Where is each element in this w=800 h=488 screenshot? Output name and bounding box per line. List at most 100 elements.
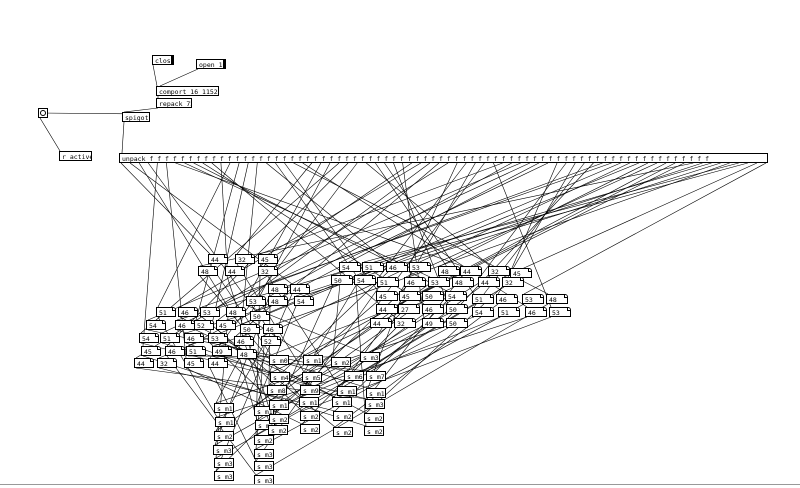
number-box-right-11[interactable]: 46 xyxy=(404,277,426,287)
send-object-0[interactable]: s m0 xyxy=(269,355,289,365)
number-box-left-28[interactable]: 45 xyxy=(141,346,161,356)
number-box-left-1[interactable]: 32 xyxy=(235,254,255,264)
number-box-right-30[interactable]: 46 xyxy=(525,307,547,317)
number-box-right-19[interactable]: 54 xyxy=(445,291,467,301)
number-box-left-17[interactable]: 46 xyxy=(175,320,195,330)
send-object-28[interactable]: s m28 xyxy=(333,427,353,437)
send-object-7[interactable]: s m7 xyxy=(366,371,386,381)
number-box-right-8[interactable]: 50 xyxy=(331,275,353,285)
number-box-left-23[interactable]: 51 xyxy=(160,333,180,343)
number-box-right-33[interactable]: 32 xyxy=(394,318,416,328)
number-box-left-35[interactable]: 45 xyxy=(184,358,204,368)
number-box-left-7[interactable]: 44 xyxy=(290,284,310,294)
number-box-left-29[interactable]: 46 xyxy=(165,346,185,356)
number-box-right-29[interactable]: 51 xyxy=(498,307,520,317)
number-box-left-14[interactable]: 48 xyxy=(226,307,246,317)
number-box-right-1[interactable]: 51 xyxy=(362,262,384,272)
close-message[interactable]: close xyxy=(152,55,174,65)
number-box-right-20[interactable]: 51 xyxy=(472,294,494,304)
number-box-right-6[interactable]: 32 xyxy=(488,266,510,276)
send-object-5[interactable]: s m5 xyxy=(302,372,322,382)
send-object-13[interactable]: s m13 xyxy=(254,406,274,416)
send-object-3[interactable]: s m3 xyxy=(360,352,380,362)
number-box-right-35[interactable]: 50 xyxy=(446,318,468,328)
number-box-right-12[interactable]: 53 xyxy=(428,277,450,287)
send-object-16[interactable]: s m16 xyxy=(332,397,352,407)
number-box-left-26[interactable]: 46 xyxy=(234,336,254,346)
number-box-right-21[interactable]: 46 xyxy=(496,294,518,304)
number-box-right-14[interactable]: 44 xyxy=(478,277,500,287)
unpack-object[interactable]: unpack f f f f f f f f f f f f f f f f f… xyxy=(119,153,768,163)
number-box-right-34[interactable]: 49 xyxy=(422,318,444,328)
number-box-left-3[interactable]: 48 xyxy=(198,266,218,276)
send-object-30[interactable]: s m30 xyxy=(213,445,233,455)
number-box-right-2[interactable]: 46 xyxy=(386,262,408,272)
comport-object[interactable]: comport 16 115200 xyxy=(156,86,219,96)
send-object-29[interactable]: s m29 xyxy=(364,426,384,436)
send-object-2[interactable]: s m2 xyxy=(331,357,351,367)
number-box-right-13[interactable]: 48 xyxy=(452,277,474,287)
number-box-left-8[interactable]: 53 xyxy=(246,296,266,306)
send-object-22[interactable]: s m22 xyxy=(333,411,353,421)
receive-active-object[interactable]: r active xyxy=(59,151,92,161)
number-box-right-31[interactable]: 53 xyxy=(549,307,571,317)
number-box-left-15[interactable]: 50 xyxy=(250,311,270,321)
number-box-left-24[interactable]: 46 xyxy=(184,333,204,343)
number-box-right-17[interactable]: 45 xyxy=(399,291,421,301)
send-object-14[interactable]: s m14 xyxy=(269,400,289,410)
number-box-right-24[interactable]: 44 xyxy=(376,304,398,314)
number-box-left-9[interactable]: 48 xyxy=(268,296,288,306)
number-box-right-9[interactable]: 54 xyxy=(354,275,376,285)
send-object-20[interactable]: s m20 xyxy=(269,414,289,424)
number-box-left-36[interactable]: 44 xyxy=(208,358,228,368)
number-box-left-30[interactable]: 51 xyxy=(186,346,206,356)
send-object-10[interactable]: s m10 xyxy=(337,386,357,396)
send-object-27[interactable]: s m27 xyxy=(300,424,320,434)
number-box-left-31[interactable]: 49 xyxy=(212,346,232,356)
send-object-4[interactable]: s m4 xyxy=(270,372,290,382)
send-object-18[interactable]: s m18 xyxy=(215,417,235,427)
number-box-left-33[interactable]: 44 xyxy=(134,358,154,368)
send-object-25[interactable]: s m25 xyxy=(254,435,274,445)
bang-toggle[interactable] xyxy=(38,108,48,118)
send-object-12[interactable]: s m12 xyxy=(214,403,234,413)
send-object-23[interactable]: s m23 xyxy=(364,413,384,423)
number-box-left-34[interactable]: 32 xyxy=(157,358,177,368)
number-box-left-0[interactable]: 44 xyxy=(208,254,228,264)
send-object-9[interactable]: s m9 xyxy=(300,385,320,395)
number-box-left-6[interactable]: 48 xyxy=(268,284,288,294)
spigot-object[interactable]: spigot xyxy=(122,112,150,122)
open-message[interactable]: open 16 xyxy=(196,59,226,69)
number-box-right-27[interactable]: 50 xyxy=(446,304,468,314)
number-box-left-12[interactable]: 46 xyxy=(178,307,198,317)
number-box-left-18[interactable]: 52 xyxy=(194,320,214,330)
send-object-31[interactable]: s m31 xyxy=(254,449,274,459)
send-object-36[interactable]: s m36 xyxy=(365,399,385,409)
number-box-right-10[interactable]: 51 xyxy=(377,277,399,287)
send-object-8[interactable]: s m8 xyxy=(267,385,287,395)
send-object-21[interactable]: s m21 xyxy=(300,411,320,421)
number-box-right-4[interactable]: 48 xyxy=(438,266,460,276)
repack-object[interactable]: repack 72 xyxy=(156,98,192,108)
number-box-left-22[interactable]: 54 xyxy=(139,333,159,343)
number-box-left-16[interactable]: 54 xyxy=(146,320,166,330)
number-box-left-2[interactable]: 45 xyxy=(258,254,278,264)
number-box-left-20[interactable]: 50 xyxy=(240,324,260,334)
send-object-33[interactable]: s m33 xyxy=(214,458,234,468)
send-object-15[interactable]: s m15 xyxy=(299,397,319,407)
number-box-right-0[interactable]: 54 xyxy=(339,262,361,272)
number-box-right-18[interactable]: 50 xyxy=(422,291,444,301)
number-box-right-26[interactable]: 46 xyxy=(422,304,444,314)
send-object-35[interactable]: s m35 xyxy=(214,471,234,481)
number-box-left-10[interactable]: 54 xyxy=(294,296,314,306)
number-box-right-15[interactable]: 32 xyxy=(502,277,524,287)
number-box-left-21[interactable]: 46 xyxy=(263,324,283,334)
number-box-left-13[interactable]: 53 xyxy=(200,307,220,317)
send-object-11[interactable]: s m11 xyxy=(366,388,386,398)
number-box-right-22[interactable]: 53 xyxy=(522,294,544,304)
number-box-left-5[interactable]: 32 xyxy=(258,266,278,276)
send-object-6[interactable]: s m6 xyxy=(344,371,364,381)
number-box-left-32[interactable]: 48 xyxy=(237,349,257,359)
number-box-left-11[interactable]: 51 xyxy=(156,307,176,317)
